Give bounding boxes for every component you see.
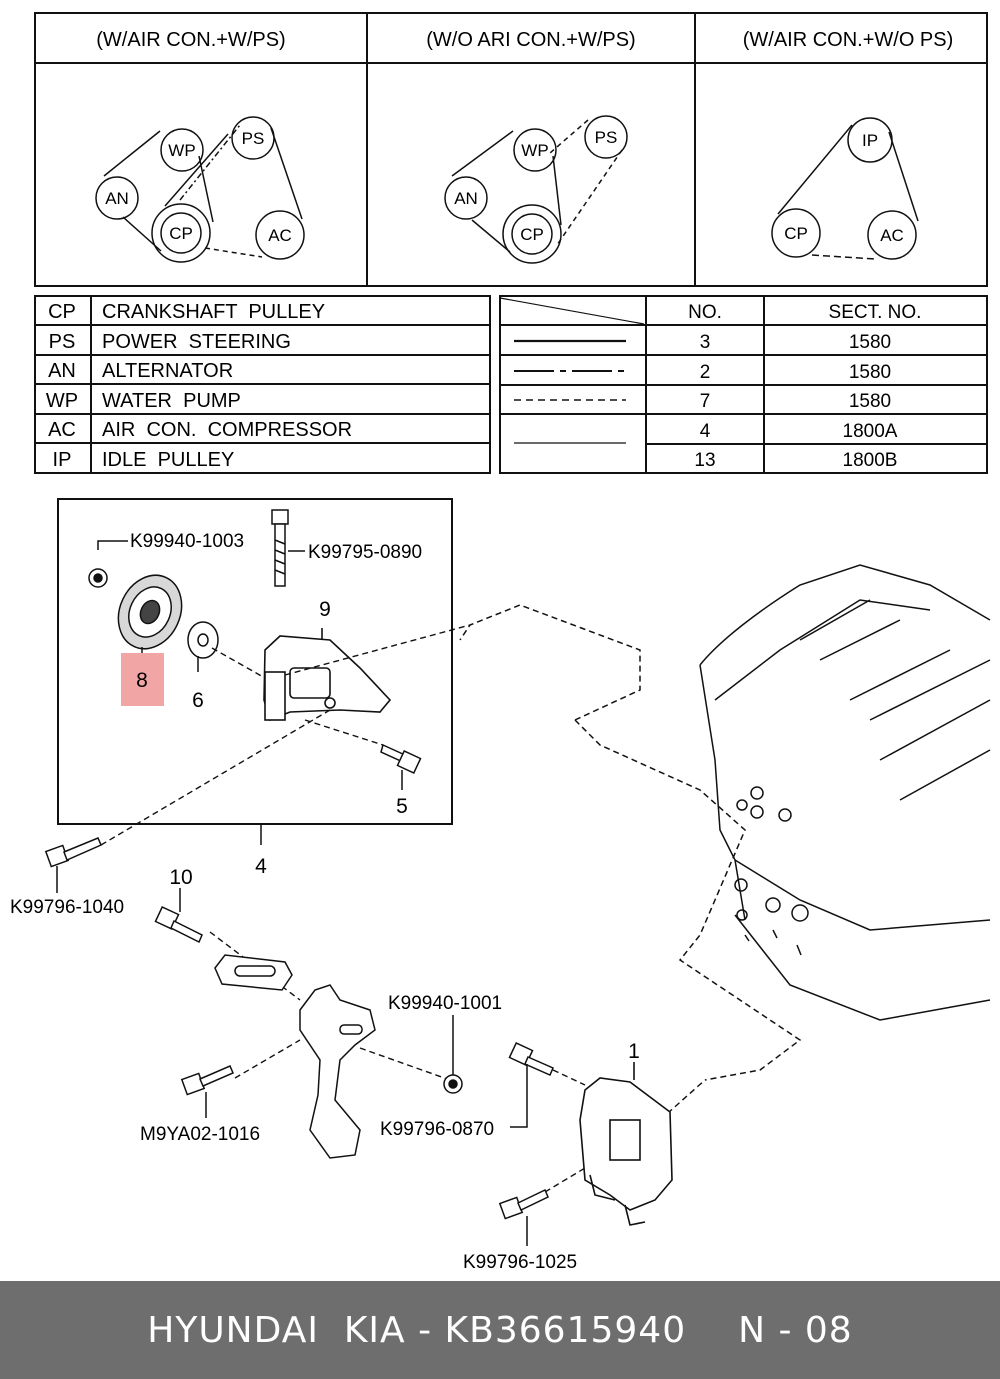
legend-name-ps: POWER STEERING	[102, 331, 291, 353]
nut-1001-part	[443, 1015, 463, 1094]
engine-block-outline	[699, 564, 991, 1021]
layout-2-an: AN	[454, 189, 478, 208]
legend-name-cp: CRANKSHAFT PULLEY	[102, 301, 325, 323]
legend-code-cp: CP	[48, 301, 76, 323]
tensioner-assembly-box	[57, 498, 453, 825]
callout-number-10: 10	[169, 866, 192, 889]
layout-3-ac: AC	[880, 226, 904, 245]
assembly-dashed-leaders	[100, 624, 706, 1193]
nut-part	[88, 540, 128, 588]
legend-name-ip: IDLE PULLEY	[102, 449, 234, 471]
engine-outline-dashed	[459, 604, 802, 1081]
section-row-3-sect: 1580	[849, 391, 891, 412]
callout-k99795-0890: K99795-0890	[308, 542, 422, 563]
layout-header-1: (W/AIR CON.+W/PS)	[96, 29, 285, 51]
slotted-plate-part	[214, 954, 293, 991]
legend-code-wp: WP	[46, 390, 78, 412]
callout-number-6: 6	[192, 689, 204, 712]
line-style-samples	[514, 339, 626, 444]
mounting-bracket-part	[579, 1062, 673, 1226]
layout-1-wp: WP	[168, 141, 195, 160]
callout-number-4: 4	[255, 855, 267, 878]
layout-3-cp: CP	[784, 224, 808, 243]
layout-header-3: (W/AIR CON.+W/O PS)	[743, 29, 954, 51]
belt-layout-table	[34, 12, 988, 287]
belt-layout-2	[444, 115, 628, 264]
legend-name-an: ALTERNATOR	[102, 360, 233, 382]
layout-1-cp: CP	[169, 224, 193, 243]
legend-code-ac: AC	[48, 419, 76, 441]
section-table	[499, 295, 988, 474]
callout-k99796-1025: K99796-1025	[463, 1252, 577, 1273]
layout-1-ps: PS	[242, 129, 265, 148]
layout-2-cp: CP	[520, 225, 544, 244]
tensioner-bracket-part	[263, 628, 392, 722]
layout-3-ip: IP	[862, 131, 878, 150]
callout-number-8: 8	[136, 669, 148, 692]
section-header-no: NO.	[688, 302, 722, 323]
footer-bar: HYUNDAI KIA - KB36615940 N - 08	[0, 1281, 1000, 1379]
section-row-5-no: 13	[694, 450, 715, 471]
footer-page-code: N - 08	[738, 1309, 853, 1351]
callout-k99796-1040: K99796-1040	[10, 897, 124, 918]
washer-part	[187, 621, 219, 672]
callout-number-1: 1	[628, 1040, 640, 1063]
section-row-1-no: 3	[700, 332, 711, 353]
idler-pulley-part	[117, 574, 183, 655]
legend-code-ip: IP	[53, 449, 72, 471]
bolt-0870-part	[508, 1041, 554, 1128]
layout-1-ac: AC	[268, 226, 292, 245]
section-row-4-no: 4	[700, 421, 711, 442]
section-header-sect: SECT. NO.	[829, 302, 922, 323]
pulley-legend-table	[34, 295, 491, 474]
callout-number-5: 5	[396, 795, 408, 818]
callout-m9ya02-1016: M9YA02-1016	[140, 1124, 260, 1145]
callout-k99940-1003: K99940-1003	[130, 531, 244, 552]
section-row-2-no: 2	[700, 362, 711, 383]
section-row-4-sect: 1800A	[843, 421, 898, 442]
section-row-2-sect: 1580	[849, 362, 891, 383]
layout-1-an: AN	[105, 189, 129, 208]
belt-diagram-sheet: (W/AIR CON.+W/PS) (W/O ARI CON.+W/PS) (W…	[10, 12, 991, 1273]
belt-layout-1	[95, 116, 305, 263]
bolt-1025-part	[498, 1188, 549, 1246]
legend-name-wp: WATER PUMP	[102, 390, 241, 412]
layout-2-ps: PS	[595, 128, 618, 147]
section-row-5-sect: 1800B	[843, 450, 898, 471]
bolt-10-part	[154, 888, 203, 944]
bolt-1016-part	[180, 1065, 234, 1118]
adjusting-arm-part	[299, 984, 376, 1159]
callout-k99940-1001: K99940-1001	[388, 993, 502, 1014]
layout-2-wp: WP	[521, 141, 548, 160]
legend-code-ps: PS	[49, 331, 76, 353]
bolt-1040-part	[44, 837, 102, 893]
callout-number-9: 9	[319, 598, 331, 621]
belt-layout-3	[771, 117, 919, 260]
section-row-3-no: 7	[700, 391, 711, 412]
callout-k99796-0870: K99796-0870	[380, 1119, 494, 1140]
part-8-highlight	[121, 653, 164, 706]
legend-code-an: AN	[48, 360, 76, 382]
long-bolt-part	[271, 509, 305, 587]
layout-header-2: (W/O ARI CON.+W/PS)	[426, 29, 635, 51]
legend-name-ac: AIR CON. COMPRESSOR	[102, 419, 352, 441]
footer-part-number: HYUNDAI KIA - KB36615940	[147, 1309, 687, 1351]
bolt-5-part	[380, 743, 422, 790]
section-row-1-sect: 1580	[849, 332, 891, 353]
